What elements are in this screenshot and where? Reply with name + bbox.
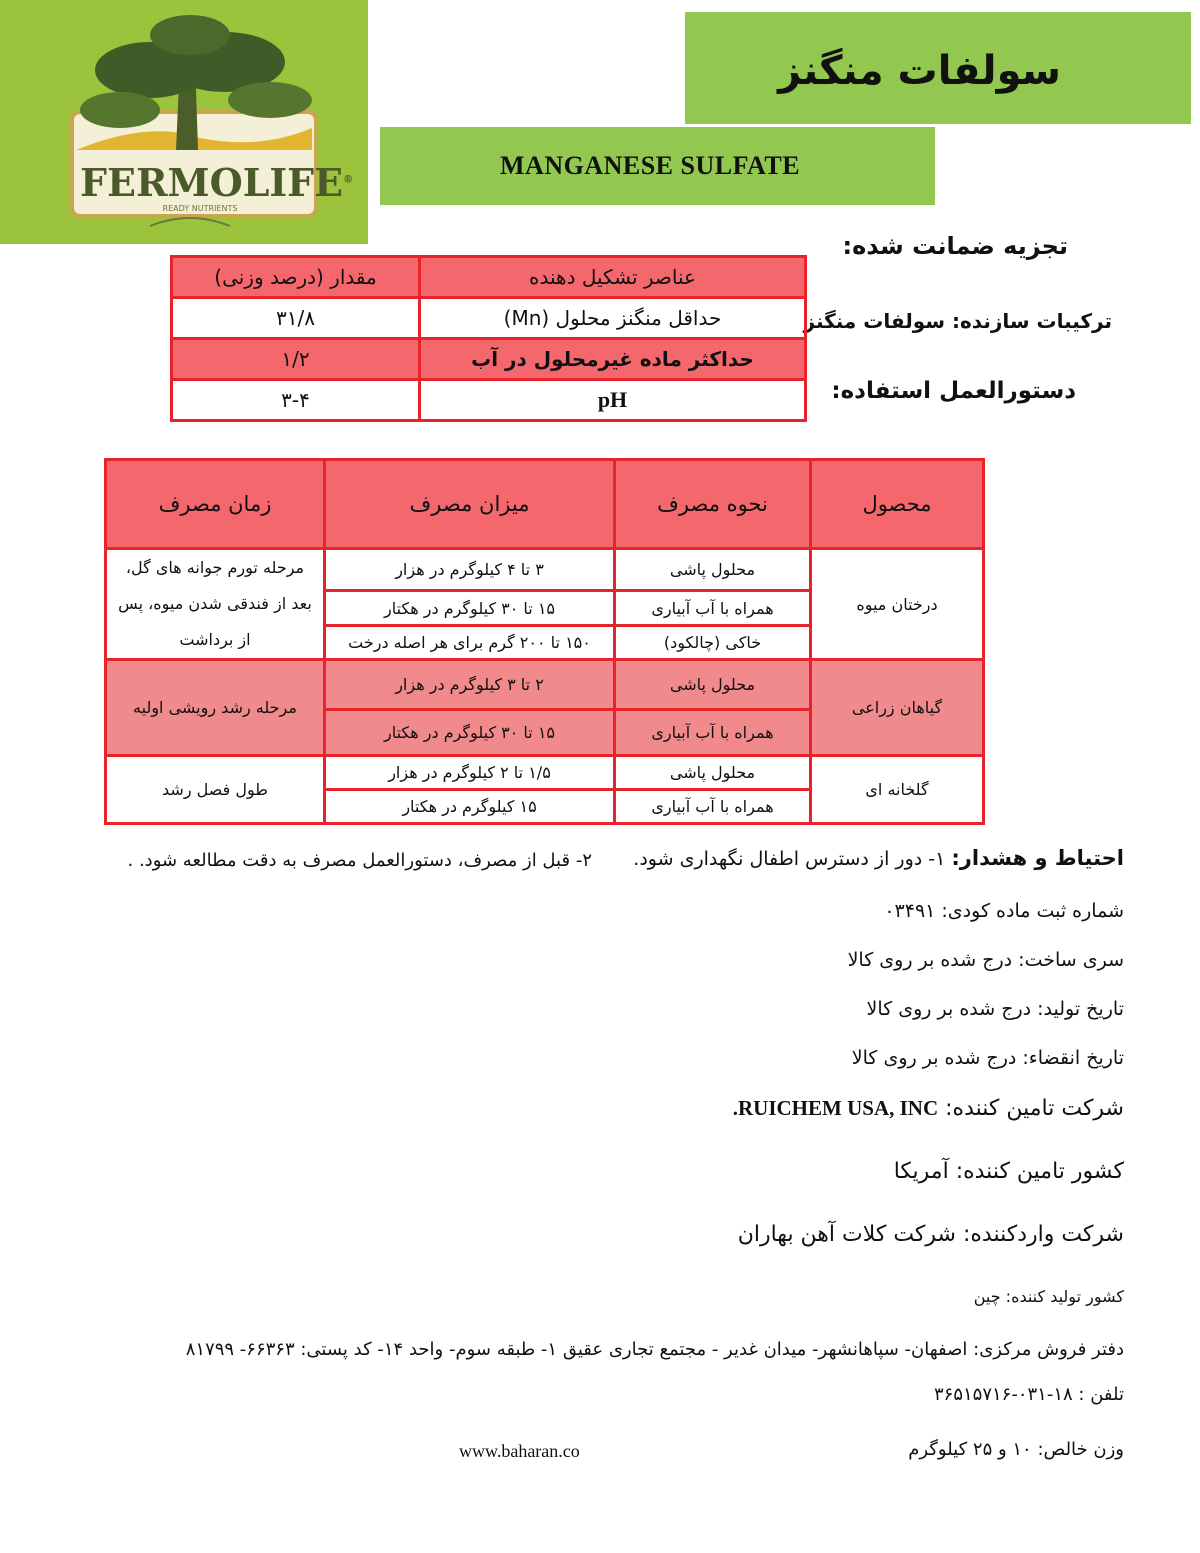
importer-company: شرکت واردکننده: شرکت کلات آهن بهاران (737, 1222, 1124, 1247)
table-header-row: عناصر تشکیل دهنده مقدار (درصد وزنی) (170, 255, 807, 299)
column-header: عناصر تشکیل دهنده (418, 255, 807, 299)
supplier-country: کشور تامین کننده: آمریکا (893, 1159, 1124, 1184)
product-cell: درختان میوه (809, 547, 985, 661)
warning-label: احتیاط و هشدار: (951, 846, 1124, 870)
expiry-date: تاریخ انقضاء: درج شده بر روی کالا (851, 1047, 1124, 1069)
table-row: درختان میوه محلول پاشی ۳ تا ۴ کیلوگرم در… (104, 546, 985, 661)
table-cell: ۳ تا ۴ کیلوگرم در هزار (323, 546, 616, 593)
page-title-fa: سولفات منگنز (778, 48, 1061, 94)
time-cell: مرحله رشد رویشی اولیه (104, 658, 326, 757)
table-cell: ۱۵ تا ۳۰ کیلوگرم در هکتار (323, 589, 616, 627)
supplier-company: شرکت تامین کننده: RUICHEM USA, INC. (733, 1096, 1124, 1121)
table-row: pH ۳-۴ (170, 378, 807, 422)
registration-number: شماره ثبت ماده کودی: ۰۳۴۹۱ (884, 900, 1124, 922)
time-cell: طول فصل رشد (104, 754, 326, 825)
tree-logo-icon (70, 15, 318, 227)
supplier-label: شرکت تامین کننده: (945, 1096, 1124, 1121)
column-header: نحوه مصرف (613, 458, 812, 550)
table-cell: همراه با آب آبیاری (613, 708, 812, 757)
table-cell: همراه با آب آبیاری (613, 589, 812, 627)
time-cell: مرحله تورم جوانه های گل، بعد از فندقی شد… (104, 547, 326, 661)
composition-table: عناصر تشکیل دهنده مقدار (درصد وزنی) حداق… (170, 255, 807, 422)
table-cell: محلول پاشی (613, 754, 812, 791)
time-line: مرحله تورم جوانه های گل، (125, 558, 305, 577)
table-cell: همراه با آب آبیاری (613, 788, 812, 825)
table-cell: ۱/۵ تا ۲ کیلوگرم در هزار (323, 754, 616, 791)
table-cell: حداقل منگنز محلول (Mn) (418, 296, 807, 340)
time-line: بعد از فندقی شدن میوه، پس (118, 594, 312, 613)
brand-name: FERMOLIFE® (80, 160, 354, 205)
table-cell: ۳-۴ (170, 378, 421, 422)
table-cell: ۱/۲ (170, 337, 421, 381)
table-row: حداقل منگنز محلول (Mn) ۳۱/۸ (170, 296, 807, 340)
table-cell: ۱۵ تا ۳۰ کیلوگرم در هکتار (323, 708, 616, 757)
phone-number: تلفن : ۱۸-۰۳۱-۳۶۵۱۵۷۱۶ (934, 1384, 1124, 1405)
title-bar-english: MANGANESE SULFATE (380, 127, 935, 205)
manufacturer-country: کشور تولید کننده: چین (973, 1287, 1124, 1306)
supplier-name: RUICHEM USA, INC. (732, 1096, 939, 1120)
usage-heading: دستورالعمل استفاده: (831, 378, 1076, 404)
table-cell: ۲ تا ۳ کیلوگرم در هزار (323, 658, 616, 711)
column-header: محصول (809, 458, 985, 550)
batch-series: سری ساخت: درج شده بر روی کالا (847, 949, 1124, 971)
warning-item-2: ۲- قبل از مصرف، دستورالعمل مصرف به دقت م… (127, 850, 592, 871)
table-cell: pH (418, 378, 807, 422)
ingredients-text: ترکیبات سازنده: سولفات منگنز (803, 309, 1112, 333)
product-cell: گلخانه ای (809, 754, 985, 825)
table-row: حداکثر ماده غیرمحلول در آب ۱/۲ (170, 337, 807, 381)
warning-line-1: احتیاط و هشدار: ۱- دور از دسترس اطفال نگ… (633, 846, 1124, 870)
column-header: میزان مصرف (323, 458, 616, 550)
table-row: همراه با آب آبیاری ۱۵ کیلوگرم در هکتار (106, 788, 984, 825)
time-line: از برداشت (179, 630, 251, 649)
table-cell: حداکثر ماده غیرمحلول در آب (418, 337, 807, 381)
column-header: زمان مصرف (104, 458, 326, 550)
table-cell: ۱۵ کیلوگرم در هکتار (323, 788, 616, 825)
title-bar-persian: سولفات منگنز (685, 12, 1191, 124)
table-row: گلخانه ای محلول پاشی ۱/۵ تا ۲ کیلوگرم در… (104, 754, 985, 825)
column-header: مقدار (درصد وزنی) (170, 255, 421, 299)
production-date: تاریخ تولید: درج شده بر روی کالا (866, 998, 1124, 1020)
page-title-en: MANGANESE SULFATE (500, 151, 801, 180)
table-header-row: محصول نحوه مصرف میزان مصرف زمان مصرف (104, 458, 985, 550)
brand-tagline: READY NUTRIENTS (162, 204, 238, 213)
warning-item-1: ۱- دور از دسترس اطفال نگهداری شود. (633, 848, 946, 870)
brand-logo: FERMOLIFE® READY NUTRIENTS (0, 0, 368, 244)
net-weight: وزن خالص: ۱۰ و ۲۵ کیلوگرم (908, 1439, 1124, 1460)
sales-office-address: دفتر فروش مرکزی: اصفهان- سپاهانشهر- میدا… (185, 1339, 1124, 1360)
table-cell: ۳۱/۸ (170, 296, 421, 340)
table-cell: محلول پاشی (613, 546, 812, 593)
guaranteed-analysis-heading: تجزیه ضمانت شده: (842, 232, 1068, 260)
website-link[interactable]: www.baharan.co (459, 1441, 580, 1461)
table-row: همراه با آب آبیاری ۱۵ تا ۳۰ کیلوگرم در ه… (106, 589, 984, 627)
table-row: گیاهان زراعی محلول پاشی ۲ تا ۳ کیلوگرم د… (104, 658, 985, 757)
table-cell: خاکی (چالکود) (613, 623, 812, 662)
usage-table: محصول نحوه مصرف میزان مصرف زمان مصرف درخ… (104, 458, 985, 825)
table-row: خاکی (چالکود) ۱۵۰ تا ۲۰۰ گرم برای هر اصل… (106, 623, 984, 662)
table-cell: محلول پاشی (613, 658, 812, 711)
table-cell: ۱۵۰ تا ۲۰۰ گرم برای هر اصله درخت (323, 623, 616, 662)
product-cell: گیاهان زراعی (809, 658, 985, 757)
